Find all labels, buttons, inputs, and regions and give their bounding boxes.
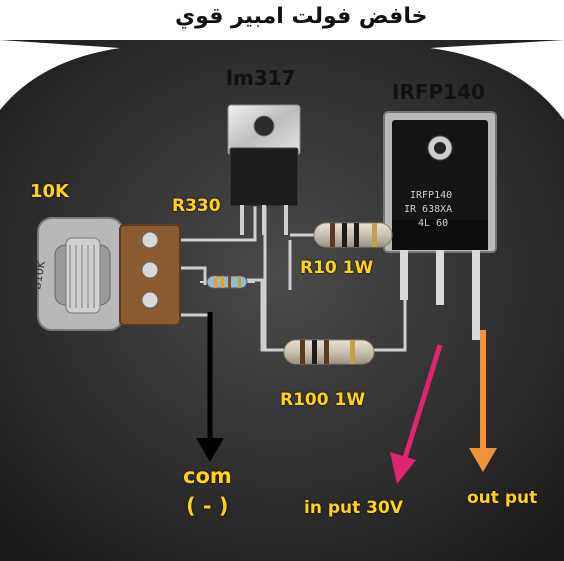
lm317-regulator: [227, 104, 301, 235]
potentiometer: [37, 217, 181, 331]
pot-marking: B10K: [30, 259, 48, 290]
label-10k: 10K: [30, 181, 69, 202]
resistor-r10: [313, 222, 393, 248]
label-input: in put 30V: [304, 498, 403, 518]
mosfet-line3: 4L 60: [418, 218, 448, 229]
mosfet-line1: IRFP140: [410, 190, 452, 201]
label-lm317: lm317: [226, 66, 296, 90]
resistor-r330: [200, 275, 255, 289]
page-title: خافض فولت امبير قوي: [175, 4, 428, 29]
com-arrow: [196, 312, 224, 462]
label-com-sign: ( - ): [186, 494, 229, 518]
output-arrow: [469, 330, 497, 472]
label-output: out put: [467, 488, 538, 508]
label-r330: R330: [172, 196, 221, 216]
label-com: com: [183, 464, 232, 488]
label-r100: R100 1W: [280, 390, 366, 410]
mosfet-line2: IR 638XA: [404, 204, 452, 215]
label-r10: R10 1W: [300, 258, 374, 278]
input-arrow: [390, 344, 443, 484]
irfp140-mosfet: [383, 111, 497, 340]
resistor-r100: [283, 339, 375, 365]
label-irfp140: IRFP140: [392, 80, 485, 104]
